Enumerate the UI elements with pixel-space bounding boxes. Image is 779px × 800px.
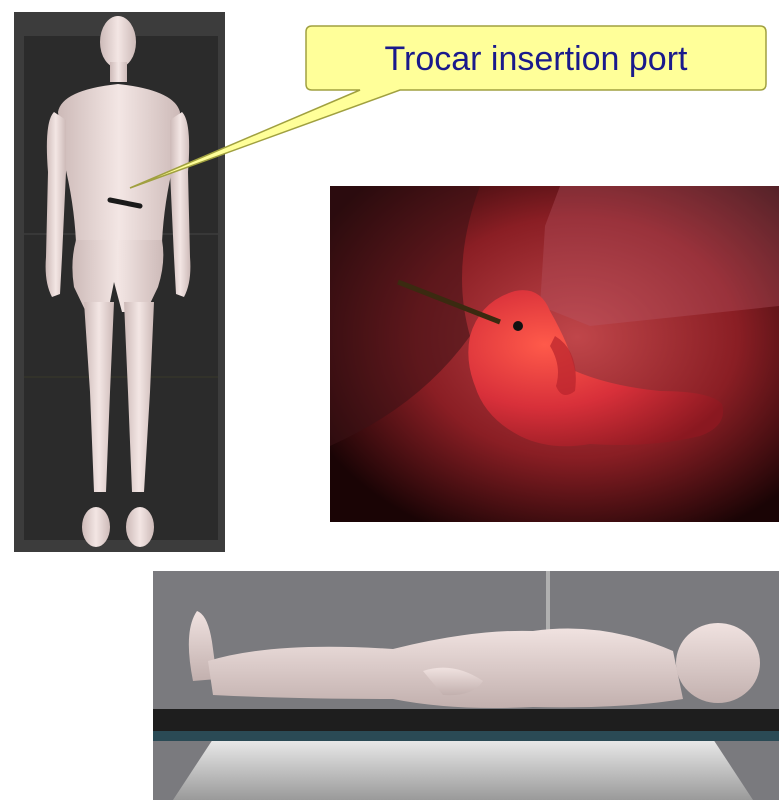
callout-label: Trocar insertion port	[306, 29, 766, 89]
